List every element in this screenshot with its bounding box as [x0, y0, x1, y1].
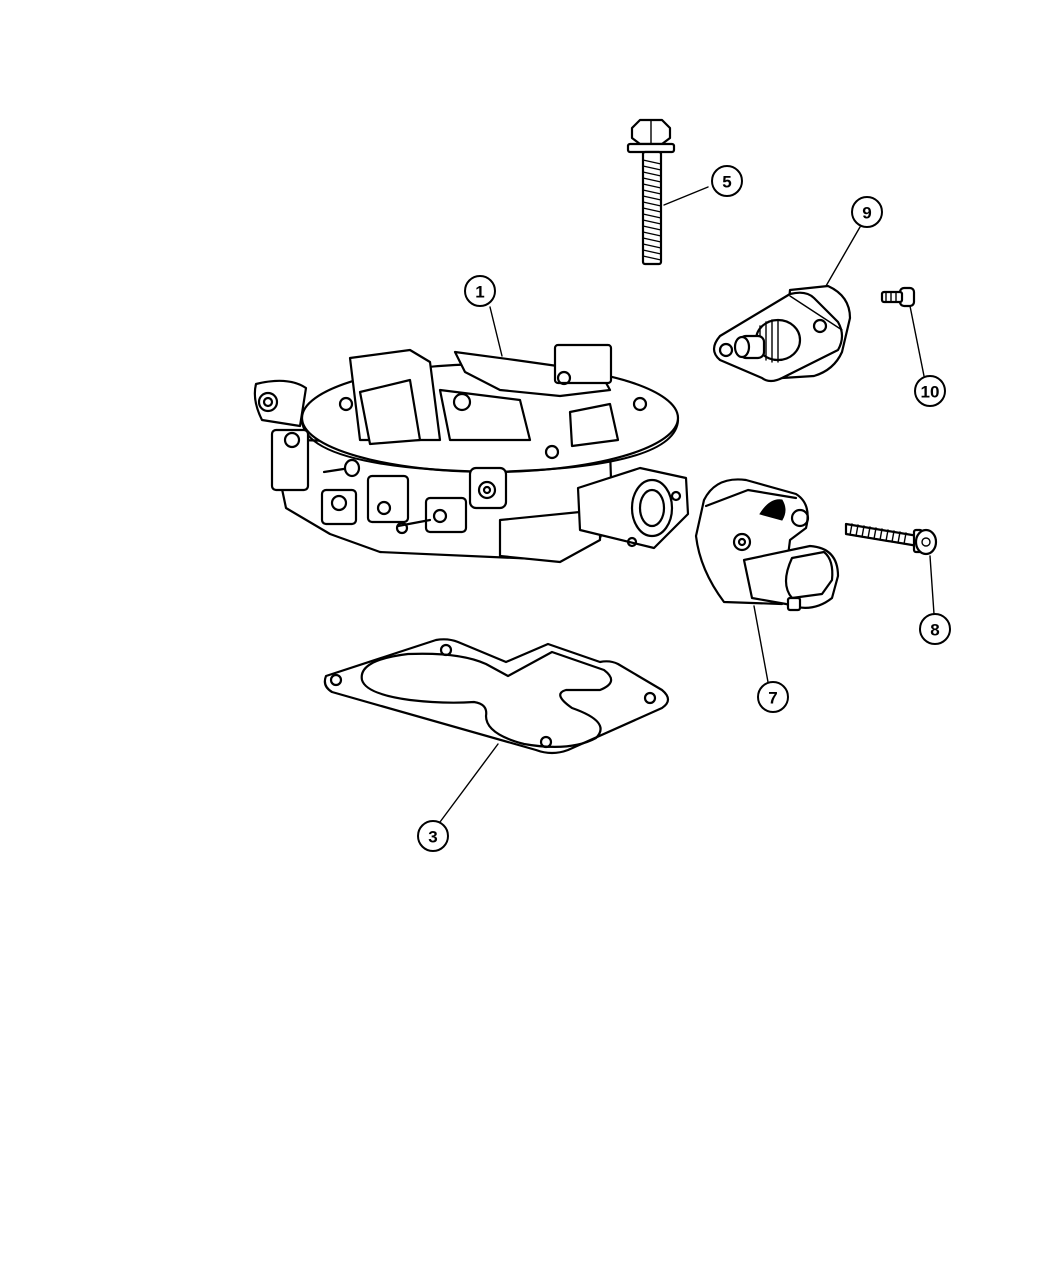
callout-label-5: 5	[722, 173, 731, 192]
callout-label-8: 8	[930, 621, 939, 640]
throttle-body-part-1	[253, 343, 690, 564]
callout-3: 3	[417, 820, 449, 852]
callout-1: 1	[464, 275, 496, 307]
callout-10: 10	[914, 375, 946, 407]
callout-label-7: 7	[768, 689, 777, 708]
idle-air-motor-part-9	[712, 284, 852, 383]
leader-lines	[439, 186, 935, 823]
callout-label-3: 3	[428, 828, 437, 847]
callout-5: 5	[711, 165, 743, 197]
callout-9: 9	[851, 196, 883, 228]
screw-part-8	[844, 522, 938, 556]
bolt-part-5	[626, 118, 676, 266]
callout-label-10: 10	[921, 383, 940, 402]
screw-part-10	[880, 286, 916, 308]
callout-8: 8	[919, 613, 951, 645]
callout-7: 7	[757, 681, 789, 713]
throttle-position-sensor-part-7	[694, 478, 840, 612]
callout-label-1: 1	[475, 283, 484, 302]
callout-label-9: 9	[862, 204, 871, 223]
gasket-part-3	[323, 638, 670, 755]
